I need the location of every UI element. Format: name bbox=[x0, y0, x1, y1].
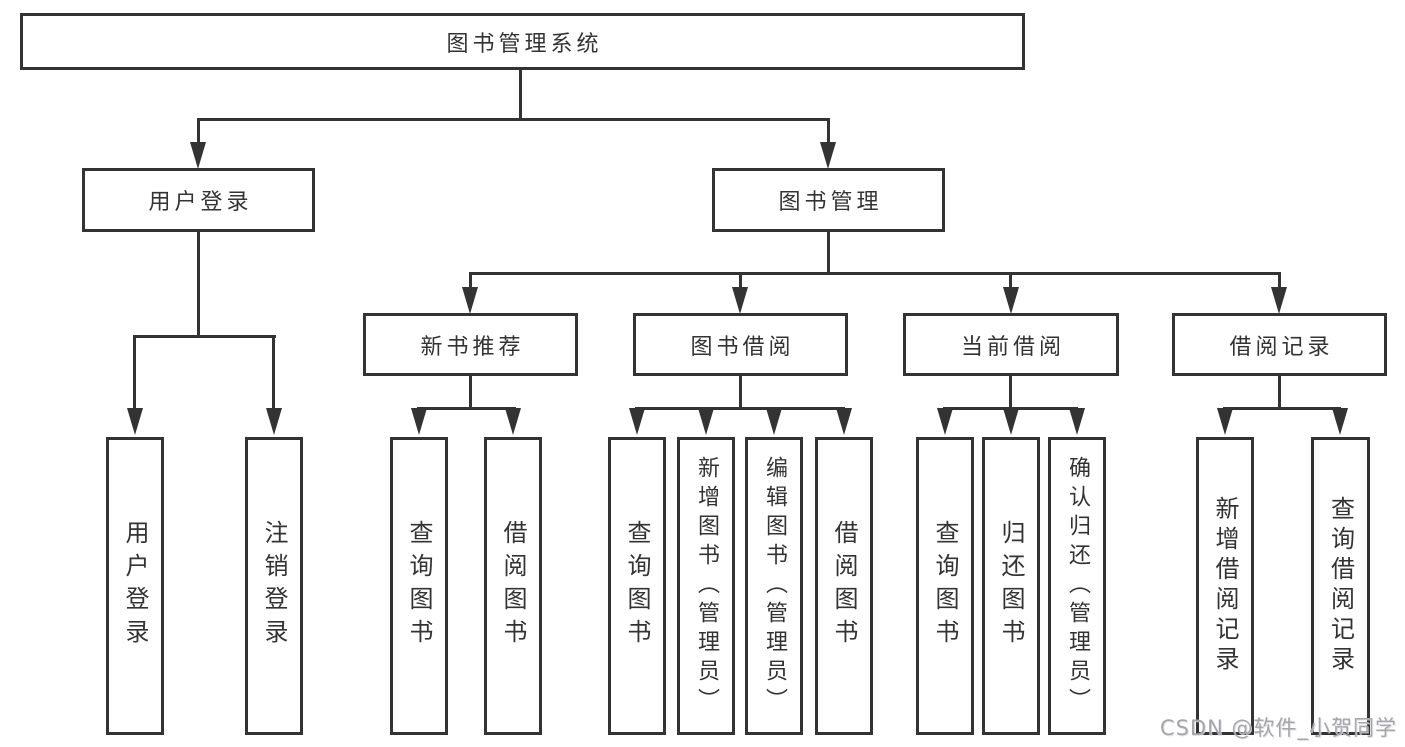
node-borrow-records: 借阅记录 bbox=[1172, 313, 1387, 376]
connector-line bbox=[1009, 376, 1012, 407]
node-add-borrow-record: 新增借阅记录 bbox=[1196, 437, 1254, 735]
arrowhead-down-icon bbox=[127, 408, 143, 435]
connector-line bbox=[417, 407, 516, 410]
arrowhead-down-icon bbox=[462, 287, 478, 314]
node-label: 当前借阅 bbox=[960, 334, 1065, 360]
arrowhead-down-icon bbox=[766, 408, 782, 435]
connector-line bbox=[133, 335, 276, 338]
node-label: 新书推荐 bbox=[420, 334, 525, 360]
connector-line bbox=[469, 376, 472, 407]
arrowhead-down-icon bbox=[698, 408, 714, 435]
connector-line bbox=[469, 272, 1281, 275]
node-query-books-borrowing: 查询图书 bbox=[608, 437, 666, 735]
node-label: 新增图书（管理员） bbox=[694, 455, 719, 717]
node-label: 查询借阅记录 bbox=[1326, 496, 1355, 676]
node-book-borrowing: 图书借阅 bbox=[633, 313, 848, 376]
node-query-books-recommend: 查询图书 bbox=[390, 437, 448, 735]
connector-line bbox=[635, 407, 845, 410]
node-new-book-recommend: 新书推荐 bbox=[363, 313, 578, 376]
node-book-management-system: 图书管理系统 bbox=[20, 13, 1025, 70]
connector-line bbox=[827, 232, 830, 272]
arrowhead-down-icon bbox=[505, 408, 521, 435]
arrowhead-down-icon bbox=[1217, 408, 1233, 435]
node-user-login: 用户登录 bbox=[82, 168, 315, 232]
arrowhead-down-icon bbox=[1069, 408, 1085, 435]
node-book-management: 图书管理 bbox=[712, 168, 945, 232]
connector-line bbox=[197, 118, 200, 144]
arrowhead-down-icon bbox=[1271, 287, 1287, 314]
arrowhead-down-icon bbox=[190, 142, 206, 169]
connector-line bbox=[1278, 376, 1281, 407]
node-label: 图书借阅 bbox=[690, 334, 795, 360]
node-label: 借阅图书 bbox=[499, 520, 527, 652]
node-return-book: 归还图书 bbox=[982, 437, 1040, 735]
connector-line bbox=[519, 70, 522, 118]
watermark-text: CSDN @软件_小贺同学 bbox=[1160, 716, 1398, 740]
connector-line bbox=[197, 118, 830, 121]
arrowhead-down-icon bbox=[820, 142, 836, 169]
arrowhead-down-icon bbox=[937, 408, 953, 435]
node-query-books-current: 查询图书 bbox=[916, 437, 974, 735]
arrowhead-down-icon bbox=[836, 408, 852, 435]
connector-line bbox=[1223, 407, 1341, 410]
node-label: 借阅记录 bbox=[1229, 334, 1334, 360]
node-borrow-books-recommend: 借阅图书 bbox=[484, 437, 542, 735]
node-label: 新增借阅记录 bbox=[1211, 496, 1239, 676]
node-label: 查询图书 bbox=[931, 520, 959, 652]
connector-line bbox=[197, 232, 200, 335]
connector-line bbox=[827, 118, 830, 144]
node-add-book-admin: 新增图书（管理员） bbox=[677, 437, 735, 735]
node-label: 查询图书 bbox=[623, 520, 651, 652]
node-label: 编辑图书（管理员） bbox=[762, 455, 787, 717]
arrowhead-down-icon bbox=[732, 287, 748, 314]
connector-line bbox=[133, 335, 136, 411]
arrowhead-down-icon bbox=[1003, 287, 1019, 314]
connector-line bbox=[469, 272, 472, 289]
node-label: 图书管理 bbox=[778, 190, 883, 215]
arrowhead-down-icon bbox=[1003, 408, 1019, 435]
node-label: 确认归还（管理员） bbox=[1065, 455, 1090, 717]
arrowhead-down-icon bbox=[266, 408, 282, 435]
node-current-borrowing: 当前借阅 bbox=[903, 313, 1119, 376]
node-label: 用户登录 bbox=[121, 520, 149, 652]
node-query-borrow-record: 查询借阅记录 bbox=[1311, 437, 1370, 735]
node-label: 用户登录 bbox=[148, 190, 253, 215]
node-edit-book-admin: 编辑图书（管理员） bbox=[745, 437, 803, 735]
connector-line bbox=[1009, 272, 1012, 289]
connector-line bbox=[739, 376, 742, 407]
node-borrow-books: 借阅图书 bbox=[815, 437, 873, 735]
connector-line bbox=[272, 335, 275, 411]
node-logout-action: 注销登录 bbox=[245, 437, 303, 735]
connector-line bbox=[1278, 272, 1281, 289]
node-user-login-action: 用户登录 bbox=[106, 437, 164, 735]
arrowhead-down-icon bbox=[629, 408, 645, 435]
node-label: 借阅图书 bbox=[830, 520, 858, 652]
node-confirm-return-admin: 确认归还（管理员） bbox=[1048, 437, 1106, 735]
node-label: 注销登录 bbox=[260, 520, 288, 652]
arrowhead-down-icon bbox=[411, 408, 427, 435]
node-label: 查询图书 bbox=[405, 520, 433, 652]
node-label: 图书管理系统 bbox=[446, 31, 603, 57]
node-label: 归还图书 bbox=[997, 520, 1025, 652]
connector-line bbox=[739, 272, 742, 289]
arrowhead-down-icon bbox=[1332, 408, 1348, 435]
